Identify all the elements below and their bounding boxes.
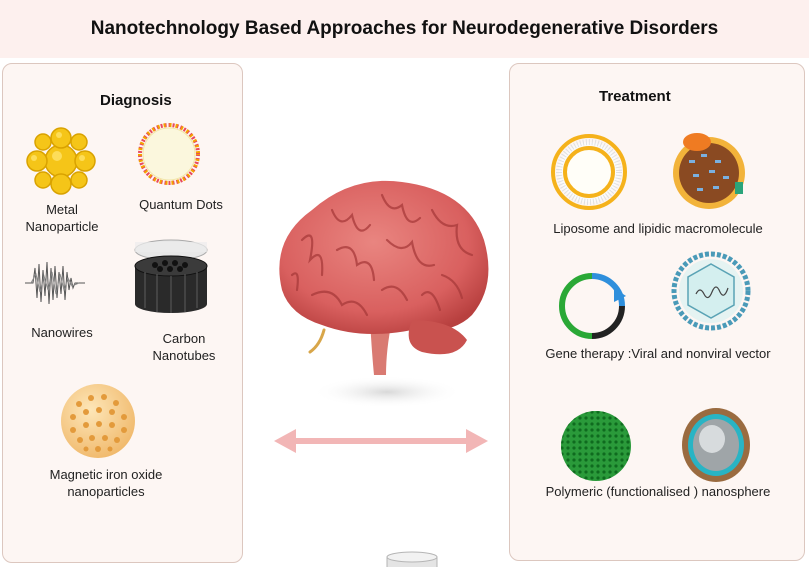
double-arrow-icon	[274, 429, 488, 453]
treatment-heading: Treatment	[599, 88, 671, 105]
title-band	[0, 0, 809, 58]
viral-vector-icon	[671, 251, 751, 331]
functionalised-nanosphere-icon	[682, 408, 750, 482]
quantum-dots-label: Quantum Dots	[139, 197, 223, 212]
treatment-panel: Treatment Liposome and lipidic macromole…	[509, 63, 805, 561]
iron-oxide-label: Magnetic iron oxide nanoparticles	[49, 467, 163, 499]
plasmid-vector-icon	[559, 273, 626, 339]
gene-therapy-label: Gene therapy :Viral and nonviral vector	[545, 346, 771, 361]
liposome-label: Liposome and lipidic macromolecule	[553, 221, 763, 236]
metal-nanoparticle-icon	[26, 127, 96, 195]
canister-icon	[386, 551, 438, 567]
brain-illustration	[279, 180, 489, 408]
diagnosis-panel: Diagnosis Metal Nanoparticle Quantum Dot…	[2, 63, 243, 563]
lipidic-macromolecule-icon	[673, 133, 745, 209]
nanowires-label: Nanowires	[31, 325, 93, 340]
polymeric-nanosphere-label: Polymeric (functionalised ) nanosphere	[545, 484, 771, 499]
diagnosis-heading: Diagnosis	[100, 92, 172, 109]
carbon-nanotubes-label: Carbon Nanotubes	[152, 331, 216, 363]
polymeric-nanosphere-icon	[561, 411, 631, 481]
diagram-title: Nanotechnology Based Approaches for Neur…	[90, 18, 719, 39]
iron-oxide-nanoparticle-icon	[61, 384, 135, 458]
carbon-nanotubes-icon	[134, 239, 208, 313]
liposome-icon	[551, 134, 627, 210]
nanowires-icon	[25, 261, 85, 305]
metal-nanoparticle-label: Metal Nanoparticle	[25, 202, 99, 234]
quantum-dots-icon	[138, 123, 200, 185]
